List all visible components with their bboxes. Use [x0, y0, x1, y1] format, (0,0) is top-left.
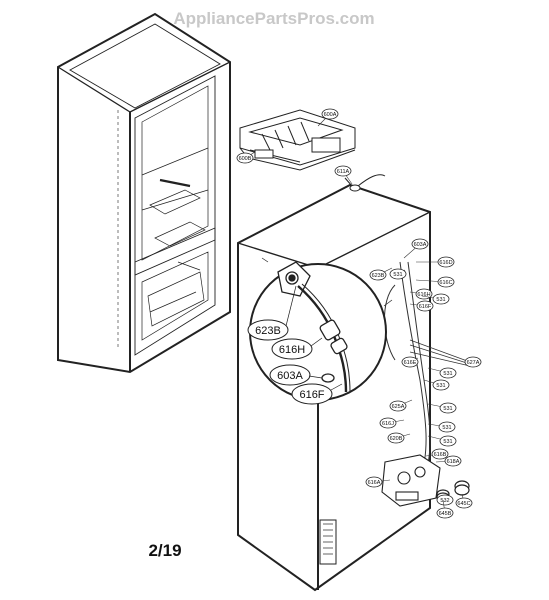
page-number: 2/19	[148, 541, 181, 560]
callout-c-531g: 531	[427, 435, 457, 447]
callout-label: 600A	[324, 112, 337, 118]
callout-top-fitting: 611A	[334, 165, 353, 185]
callout-label: 531	[393, 272, 402, 278]
callout-label: 611A	[337, 169, 350, 175]
callout-label: 531	[436, 383, 445, 389]
callout-c-532: 532	[436, 494, 454, 506]
callout-ice-maker-bottom: 600B	[236, 151, 256, 164]
top-water-fitting	[344, 174, 386, 192]
cabinet-front-view	[57, 12, 231, 374]
callout-label: 616H	[417, 292, 430, 298]
callout-label: 616J	[382, 421, 394, 427]
callout-c-645b: 645B	[436, 499, 454, 519]
callout-c-603a: 603A	[403, 238, 429, 259]
svg-text:623B: 623B	[255, 325, 281, 337]
zoom-label-603a: 603A	[269, 364, 323, 386]
callout-label: 620B	[390, 436, 403, 442]
callout-c-616a: 616A	[365, 476, 391, 488]
callout-label: 600B	[239, 156, 252, 162]
water-valve	[381, 454, 441, 507]
callout-c-531c: 531	[427, 367, 457, 379]
callout-label: 618A	[447, 459, 460, 465]
callout-label: 531	[436, 297, 445, 303]
callout-label: 531	[443, 371, 452, 377]
callout-c-645c: 645C	[455, 493, 473, 509]
callout-label: 645C	[457, 501, 470, 507]
callout-c-531d: 531	[423, 379, 450, 391]
watermark-text: AppliancePartsPros.com	[173, 9, 374, 28]
callout-c-616b: 616B	[425, 448, 449, 460]
callout-c-616j: 616J	[379, 417, 405, 429]
callout-c-620b: 620B	[387, 432, 411, 444]
callout-c-531e: 531	[427, 402, 457, 414]
callout-c-623b: 623B	[369, 267, 393, 281]
callout-c-627a: 627A	[464, 356, 482, 368]
callout-label: 616E	[404, 360, 417, 366]
callout-label: 532	[440, 498, 449, 504]
callout-c-531b: 531	[421, 293, 450, 305]
callout-c-616c: 616C	[415, 276, 455, 288]
ice-maker-assembly	[239, 109, 356, 171]
callout-label: 627A	[467, 360, 480, 366]
callout-c-531f: 531	[427, 421, 456, 433]
callout-c-616d: 616D	[416, 256, 455, 268]
callout-label: 645B	[439, 511, 452, 517]
callout-label: 531	[443, 439, 452, 445]
zoom-label-616f: 616F	[291, 383, 343, 405]
callout-c-531a: 531	[389, 268, 407, 280]
callout-ice-maker-top: 600A	[317, 108, 339, 127]
callout-label: 531	[443, 406, 452, 412]
svg-text:616H: 616H	[279, 344, 305, 356]
callout-c-616e: 616E	[401, 356, 419, 368]
callout-label: 603A	[414, 242, 427, 248]
callout-c-616f: 616F	[409, 300, 434, 312]
callout-label: 616A	[368, 480, 381, 486]
callout-label: 531	[442, 425, 451, 431]
callout-c-618a: 618A	[435, 455, 462, 467]
callout-label: 616D	[439, 260, 452, 266]
svg-text:603A: 603A	[277, 370, 303, 382]
callout-c-625a: 625A	[389, 399, 413, 412]
svg-text:616F: 616F	[299, 389, 324, 401]
callout-label: 623B	[372, 273, 385, 279]
callout-label: 616B	[434, 452, 447, 458]
part-callouts: 600A 600B 611A 603A 623B 616D 616C 531 616H 616F 5…	[236, 108, 482, 519]
callout-label: 625A	[392, 404, 405, 410]
callout-label: 616C	[439, 280, 452, 286]
callout-label: 616F	[419, 304, 432, 310]
callout-c-616h: 616H	[409, 288, 433, 300]
zoom-label-623b: 623B	[247, 285, 297, 341]
zoom-label-616h: 616H	[271, 337, 323, 360]
